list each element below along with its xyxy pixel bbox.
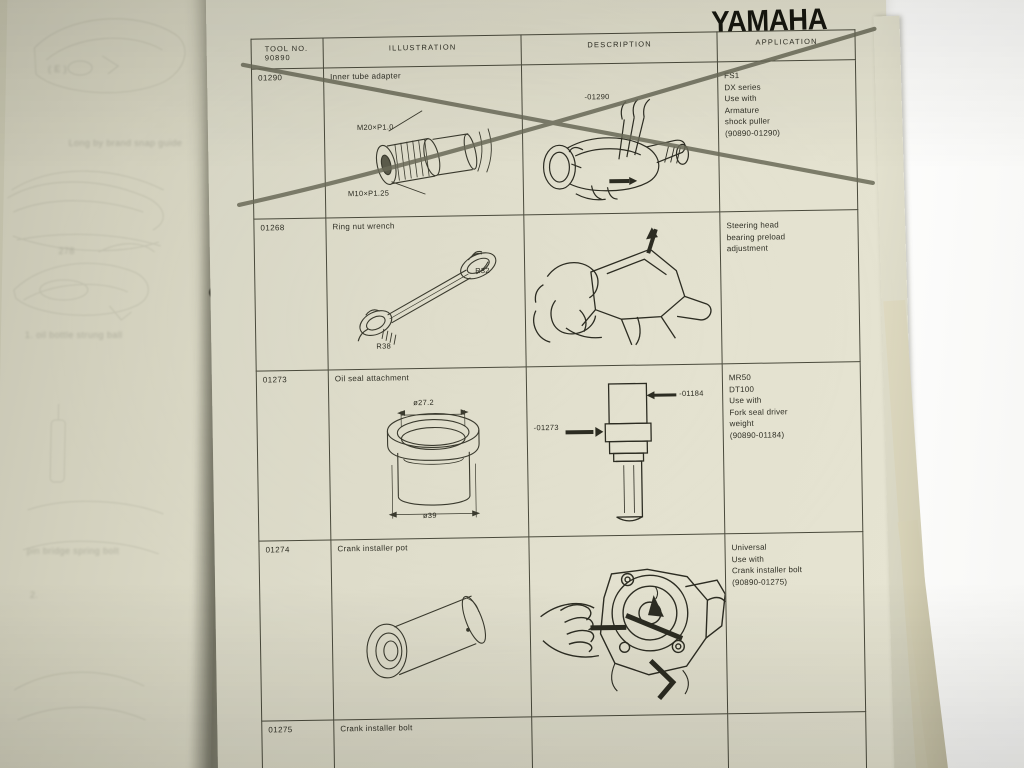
table-row: 01275 Crank installer bolt	[261, 711, 867, 768]
application-line: (90890-01184)	[729, 429, 785, 440]
illustration-label: Oil seal attachment	[334, 373, 410, 384]
application-line: adjustment	[726, 243, 769, 254]
description-callout: -01184	[679, 388, 704, 399]
cell-application: Steering head bearing preload adjustment	[719, 209, 861, 364]
application-line: (90890-01290)	[724, 127, 781, 138]
cell-tool-no: 01290	[251, 68, 326, 220]
illustration-callout: R32	[475, 265, 490, 276]
cell-tool-no: 01274	[258, 539, 334, 722]
header-illustration: ILLUSTRATION	[322, 34, 522, 69]
header-tool-no-line2: 90890	[264, 52, 291, 62]
illustration-callout: M20×P1.0	[356, 122, 394, 133]
header-tool-no: TOOL NO. 90890	[250, 38, 324, 70]
armature-shock-puller-drawing	[542, 98, 690, 201]
steering-head-adjust-drawing	[533, 227, 712, 346]
table-row: 01274 Crank installer pot	[258, 531, 866, 722]
header-application: APPLICATION	[716, 29, 856, 62]
table-row: 01268 Ring nut wrench	[253, 209, 861, 372]
header-description: DESCRIPTION	[520, 31, 718, 65]
description-callout: -01290	[584, 92, 610, 102]
cell-application	[727, 711, 867, 768]
illustration-callout: ø39	[422, 510, 437, 521]
cell-tool-no: 01273	[256, 370, 331, 542]
application-line: (90890-01275)	[732, 576, 788, 587]
cell-tool-no: 01275	[261, 719, 335, 768]
illustration-callout: M10×P1.25	[347, 188, 390, 199]
ghost-text-line: 2.	[29, 590, 39, 600]
cell-description: -01290	[521, 61, 720, 215]
page-content: YAMAHA TOOL NO. 90890 ILLUSTRATION DESCR…	[206, 0, 899, 768]
cell-tool-no: 01268	[253, 218, 329, 372]
crank-installer-use-drawing	[540, 568, 726, 701]
cell-illustration: Ring nut wrench	[325, 214, 527, 371]
illustration-label: Inner tube adapter	[330, 71, 401, 82]
illustration-label: Crank installer pot	[337, 543, 408, 554]
cell-description	[531, 713, 729, 768]
crank-installer-pot-drawing	[366, 595, 487, 679]
cell-description: -01273 -01184	[526, 363, 725, 537]
ghost-text-line: ( E )	[47, 64, 68, 74]
cell-illustration: Inner tube adapter	[323, 64, 524, 219]
cell-illustration: Crank installer pot	[330, 536, 532, 720]
cell-illustration: Oil seal attachment	[328, 366, 529, 540]
illustration-label: Ring nut wrench	[332, 221, 395, 232]
illustration-callout: R38	[376, 341, 392, 351]
ghost-text-line: 1. oil bottle strung ball	[24, 330, 123, 340]
illustration-callout: ø27.2	[413, 397, 434, 408]
ghost-text-line: pin bridge spring bolt	[26, 546, 120, 556]
cell-description	[523, 211, 723, 367]
ghost-text-line: Long by brand snap guide	[68, 138, 183, 148]
description-callout: -01273	[533, 422, 559, 433]
cell-description	[528, 533, 728, 717]
cell-application: Universal Use with Crank installer bolt …	[724, 531, 866, 714]
ring-nut-wrench-drawing	[357, 250, 497, 345]
ghost-text-line: 278	[58, 246, 75, 256]
illustration-label: Crank installer bolt	[340, 723, 413, 734]
cell-application: FS1 DX series Use with Armature shock pu…	[717, 59, 858, 212]
table-row: 01273 Oil seal attachment	[256, 361, 863, 542]
cell-illustration: Crank installer bolt	[333, 716, 533, 768]
cell-application: MR50 DT100 Use with Fork seal driver wei…	[722, 361, 863, 534]
table-row: 01290 Inner tube adapter	[251, 59, 858, 220]
special-tools-table: TOOL NO. 90890 ILLUSTRATION DESCRIPTION …	[250, 29, 867, 768]
